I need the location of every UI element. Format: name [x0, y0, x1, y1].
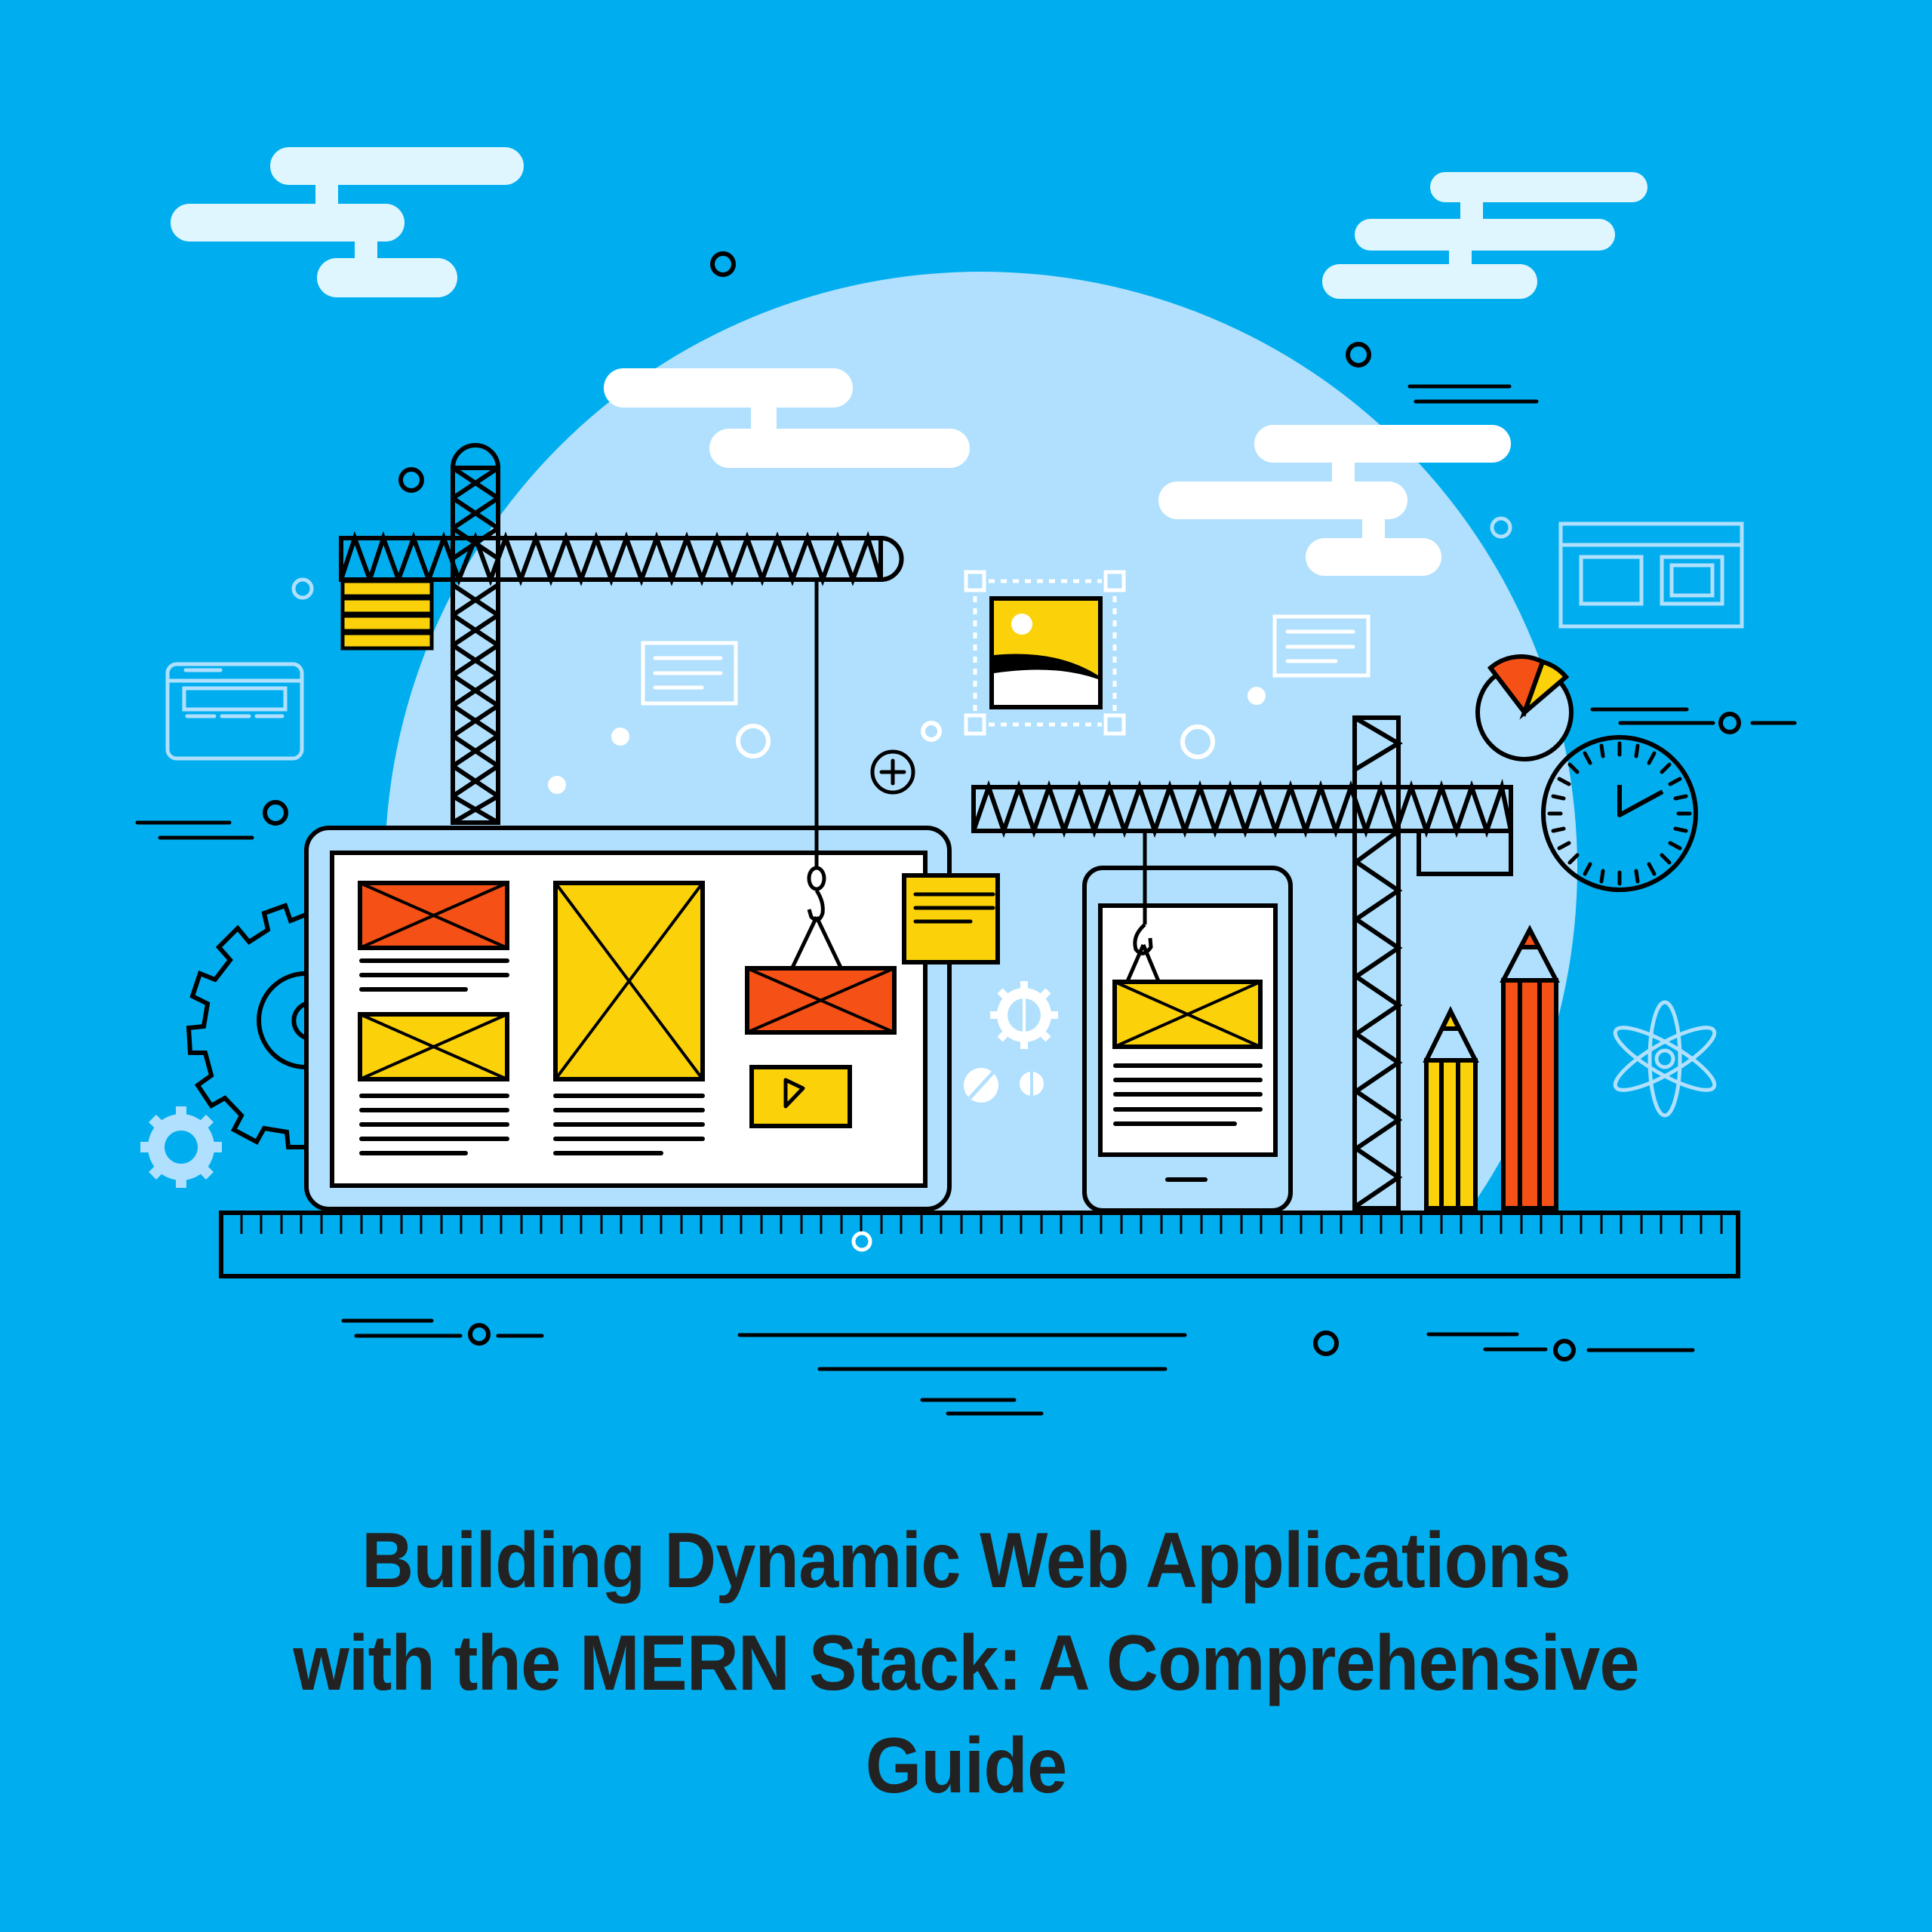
atom-icon [1613, 1000, 1717, 1118]
ruler-icon [219, 1211, 1740, 1278]
crane-hook-icon [1125, 833, 1161, 983]
title-line-2: with the MERN Stack: A Comprehensive [293, 1620, 1639, 1707]
cloud-icon [171, 147, 524, 297]
ring-icon [1553, 1339, 1576, 1361]
ring-icon [468, 1323, 491, 1346]
selected-image-icon [964, 570, 1126, 736]
ring-icon [1490, 516, 1512, 539]
pencil-icon [1500, 924, 1560, 1211]
desktop-wireframe-icon [304, 826, 952, 1211]
gear-icon [186, 903, 307, 1149]
ring-icon [1718, 712, 1741, 734]
crane-hook-icon [790, 580, 843, 969]
title-line-3: Guide [865, 1722, 1067, 1810]
browser-window-icon [1558, 521, 1744, 629]
web-construction-illustration [135, 147, 1797, 1434]
pill-icon [964, 1068, 1044, 1103]
ring-icon [263, 800, 288, 826]
clock-icon [1541, 735, 1698, 892]
ring-icon [1313, 1331, 1339, 1356]
counterweight-icon [340, 579, 434, 651]
card-icon [1272, 614, 1371, 678]
plus-circle-icon [870, 749, 915, 795]
ring-icon [291, 577, 314, 600]
title-line-1: Building Dynamic Web Applications [361, 1517, 1571, 1604]
ring-icon [398, 467, 424, 493]
sticky-note-icon [902, 873, 1000, 964]
ring-icon [921, 721, 942, 742]
ring-icon [1180, 724, 1215, 759]
tower-crane-icon [971, 715, 1513, 1211]
browser-window-icon [165, 662, 304, 761]
ring-icon [1346, 342, 1371, 368]
gear-icon [140, 1106, 222, 1188]
gear-icon [990, 981, 1058, 1049]
dot-icon [548, 776, 566, 794]
dot-icon [611, 728, 629, 746]
page-title: Building Dynamic Web Applications with t… [0, 1509, 1932, 1817]
cloud-icon [1322, 172, 1647, 299]
video-play-icon [749, 1065, 852, 1128]
cloud-icon [604, 368, 970, 468]
ring-icon [710, 251, 736, 277]
cloud-icon [1158, 425, 1511, 576]
pie-chart-icon [1475, 654, 1574, 761]
mobile-wireframe-icon [1082, 866, 1293, 1213]
card-icon [641, 641, 738, 706]
dot-icon [1247, 687, 1266, 705]
ring-icon [736, 724, 771, 758]
pencil-icon [1423, 1006, 1479, 1211]
